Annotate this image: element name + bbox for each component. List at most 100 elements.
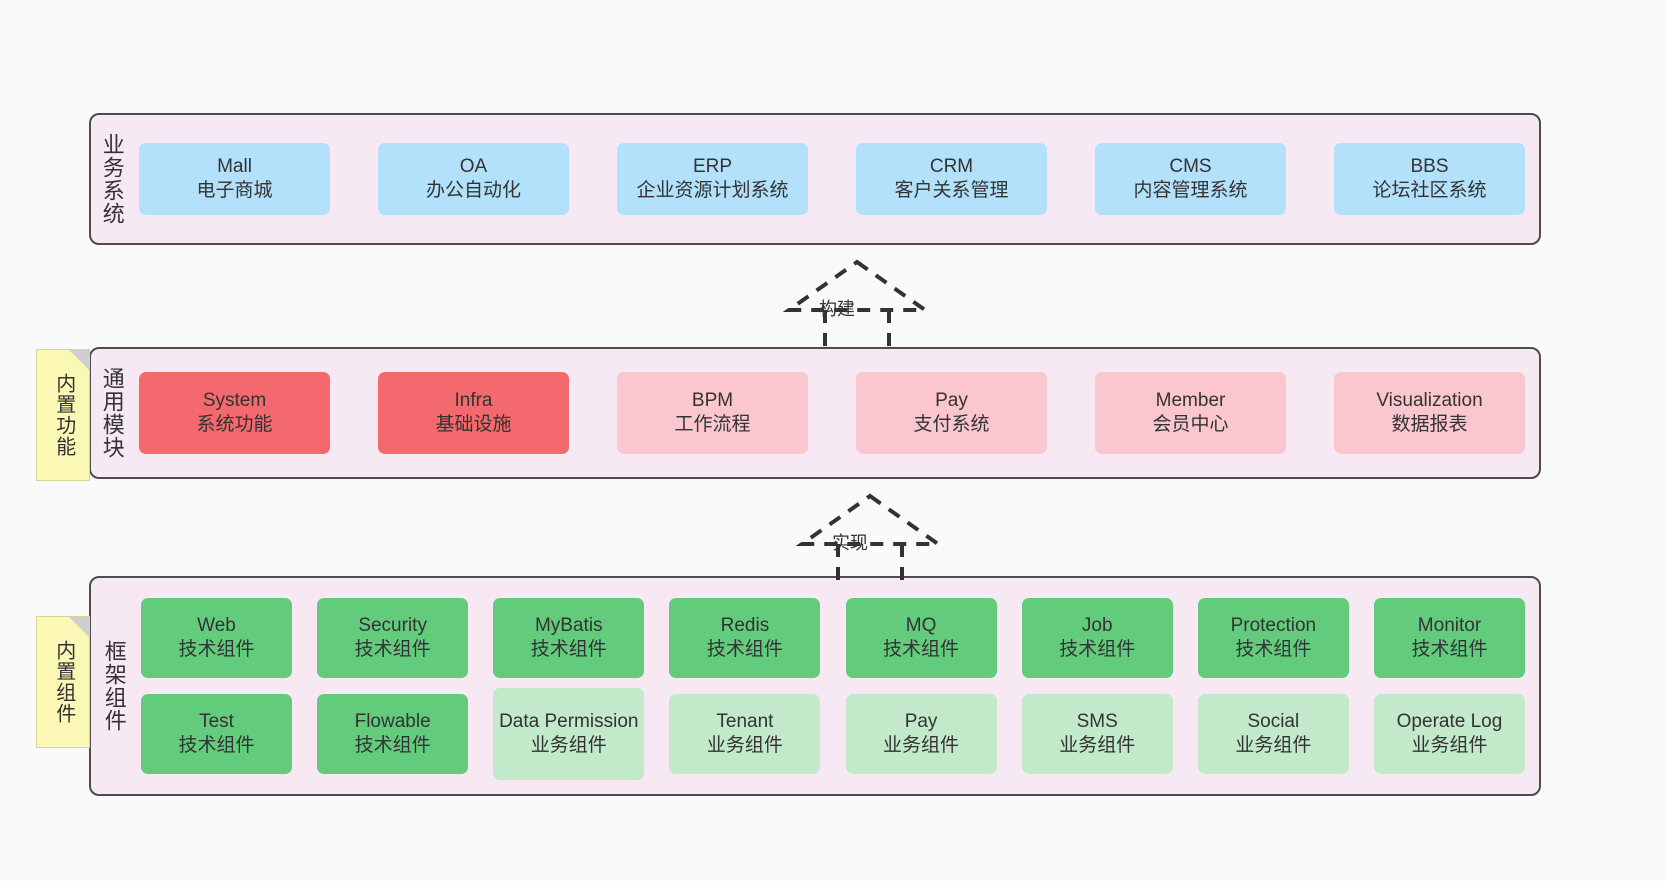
card-subtitle: 工作流程 (674, 414, 751, 435)
card-sms[interactable]: SMS 业务组件 (1021, 694, 1173, 774)
card-title: Operate Log (1396, 710, 1503, 732)
card-subtitle: 技术组件 (178, 639, 255, 660)
card-title: ERP (692, 155, 733, 177)
card-title: MQ (905, 614, 937, 636)
card-title: Web (197, 614, 236, 636)
card-title: SMS (1076, 710, 1118, 732)
card-monitor[interactable]: Monitor 技术组件 (1373, 598, 1525, 678)
card-title: Job (1081, 614, 1113, 636)
card-tenant[interactable]: Tenant 业务组件 (669, 694, 821, 774)
card-subtitle: 电子商城 (196, 180, 273, 201)
card-subtitle: 技术组件 (1411, 639, 1488, 660)
card-flowable[interactable]: Flowable 技术组件 (317, 694, 469, 774)
card-subtitle: 论坛社区系统 (1372, 180, 1487, 201)
card-title: Pay (904, 710, 938, 732)
card-title: BPM (691, 389, 734, 411)
card-title: BBS (1410, 155, 1449, 177)
layer-title-modules: 通用模块 (99, 367, 125, 459)
card-subtitle: 办公自动化 (425, 180, 521, 201)
card-protection[interactable]: Protection 技术组件 (1197, 598, 1349, 678)
card-title: Visualization (1376, 389, 1483, 411)
card-mybatis[interactable]: MyBatis 技术组件 (493, 598, 645, 678)
card-infra[interactable]: Infra 基础设施 (378, 372, 569, 454)
card-subtitle: 业务组件 (1059, 735, 1136, 756)
card-title: CMS (1169, 155, 1212, 177)
card-subtitle: 客户关系管理 (894, 180, 1009, 201)
card-title: MyBatis (534, 614, 603, 636)
card-web[interactable]: Web 技术组件 (141, 598, 292, 678)
card-title: Protection (1230, 614, 1317, 636)
card-erp[interactable]: ERP 企业资源计划系统 (617, 143, 808, 215)
card-member[interactable]: Member 会员中心 (1095, 372, 1286, 454)
card-subtitle: 技术组件 (706, 639, 783, 660)
layer-body-modules: System 系统功能 Infra 基础设施 BPM 工作流程 Pay 支付系统… (133, 349, 1539, 477)
connector-implement-label: 实现 (832, 533, 868, 553)
layer-title-business: 业务系统 (99, 133, 125, 225)
layer-body-business: Mall 电子商城 OA 办公自动化 ERP 企业资源计划系统 CRM 客户关系… (133, 115, 1539, 243)
card-title: Data Permission (499, 710, 639, 732)
layer-common-modules: 通用模块 System 系统功能 Infra 基础设施 BPM 工作流程 Pay… (89, 347, 1541, 479)
framework-row-tech: Web 技术组件 Security 技术组件 MyBatis 技术组件 Redi… (141, 596, 1525, 680)
card-pay-component[interactable]: Pay 业务组件 (845, 694, 997, 774)
card-subtitle: 基础设施 (435, 414, 512, 435)
card-subtitle: 业务组件 (1411, 735, 1488, 756)
card-subtitle: 企业资源计划系统 (636, 180, 789, 201)
card-title: Tenant (716, 710, 774, 732)
card-system[interactable]: System 系统功能 (139, 372, 330, 454)
card-social[interactable]: Social 业务组件 (1197, 694, 1349, 774)
card-pay-module[interactable]: Pay 支付系统 (856, 372, 1047, 454)
card-subtitle: 业务组件 (530, 735, 607, 756)
card-security[interactable]: Security 技术组件 (317, 598, 469, 678)
card-title: OA (459, 155, 488, 177)
card-subtitle: 内容管理系统 (1133, 180, 1248, 201)
card-subtitle: 数据报表 (1391, 414, 1468, 435)
card-title: Member (1155, 389, 1226, 411)
card-mq[interactable]: MQ 技术组件 (845, 598, 997, 678)
card-subtitle: 业务组件 (1235, 735, 1312, 756)
card-subtitle: 技术组件 (1059, 639, 1136, 660)
layer-title-framework: 框架组件 (101, 640, 127, 732)
card-test[interactable]: Test 技术组件 (141, 694, 292, 774)
layer-body-framework: Web 技术组件 Security 技术组件 MyBatis 技术组件 Redi… (135, 578, 1539, 794)
card-oa[interactable]: OA 办公自动化 (378, 143, 569, 215)
card-title: Monitor (1417, 614, 1482, 636)
card-title: Test (199, 710, 234, 732)
card-title: Security (358, 614, 427, 636)
card-operate-log[interactable]: Operate Log 业务组件 (1373, 694, 1525, 774)
sticky-note-builtin-features: 内置功能 (36, 349, 90, 481)
card-cms[interactable]: CMS 内容管理系统 (1095, 143, 1286, 215)
card-subtitle: 技术组件 (1235, 639, 1312, 660)
layer-business-system: 业务系统 Mall 电子商城 OA 办公自动化 ERP 企业资源计划系统 CRM… (89, 113, 1541, 245)
card-subtitle: 技术组件 (883, 639, 960, 660)
card-subtitle: 技术组件 (178, 735, 255, 756)
card-subtitle: 业务组件 (706, 735, 783, 756)
card-crm[interactable]: CRM 客户关系管理 (856, 143, 1047, 215)
sticky-note-builtin-components: 内置组件 (36, 616, 90, 748)
card-subtitle: 技术组件 (354, 639, 431, 660)
card-redis[interactable]: Redis 技术组件 (669, 598, 821, 678)
connector-build: 构建 (757, 258, 957, 348)
card-subtitle: 系统功能 (196, 414, 273, 435)
card-job[interactable]: Job 技术组件 (1021, 598, 1173, 678)
card-subtitle: 会员中心 (1152, 414, 1229, 435)
card-subtitle: 支付系统 (913, 414, 990, 435)
card-data-permission[interactable]: Data Permission 业务组件 (493, 688, 645, 780)
card-mall[interactable]: Mall 电子商城 (139, 143, 330, 215)
card-bbs[interactable]: BBS 论坛社区系统 (1334, 143, 1525, 215)
connector-implement-arrow (795, 493, 945, 582)
connector-build-arrow (782, 259, 932, 348)
card-subtitle: 业务组件 (883, 735, 960, 756)
connector-build-label: 构建 (819, 299, 855, 319)
framework-row-business: Test 技术组件 Flowable 技术组件 Data Permission … (141, 688, 1525, 780)
connector-implement: 实现 (770, 492, 970, 582)
card-bpm[interactable]: BPM 工作流程 (617, 372, 808, 454)
card-visualization[interactable]: Visualization 数据报表 (1334, 372, 1525, 454)
card-title: Redis (720, 614, 770, 636)
card-title: Social (1247, 710, 1300, 732)
card-subtitle: 技术组件 (530, 639, 607, 660)
card-subtitle: 技术组件 (354, 735, 431, 756)
card-title: Mall (217, 155, 252, 177)
layer-framework-components: 框架组件 Web 技术组件 Security 技术组件 MyBatis 技术组件… (89, 576, 1541, 796)
card-title: Flowable (354, 710, 431, 732)
